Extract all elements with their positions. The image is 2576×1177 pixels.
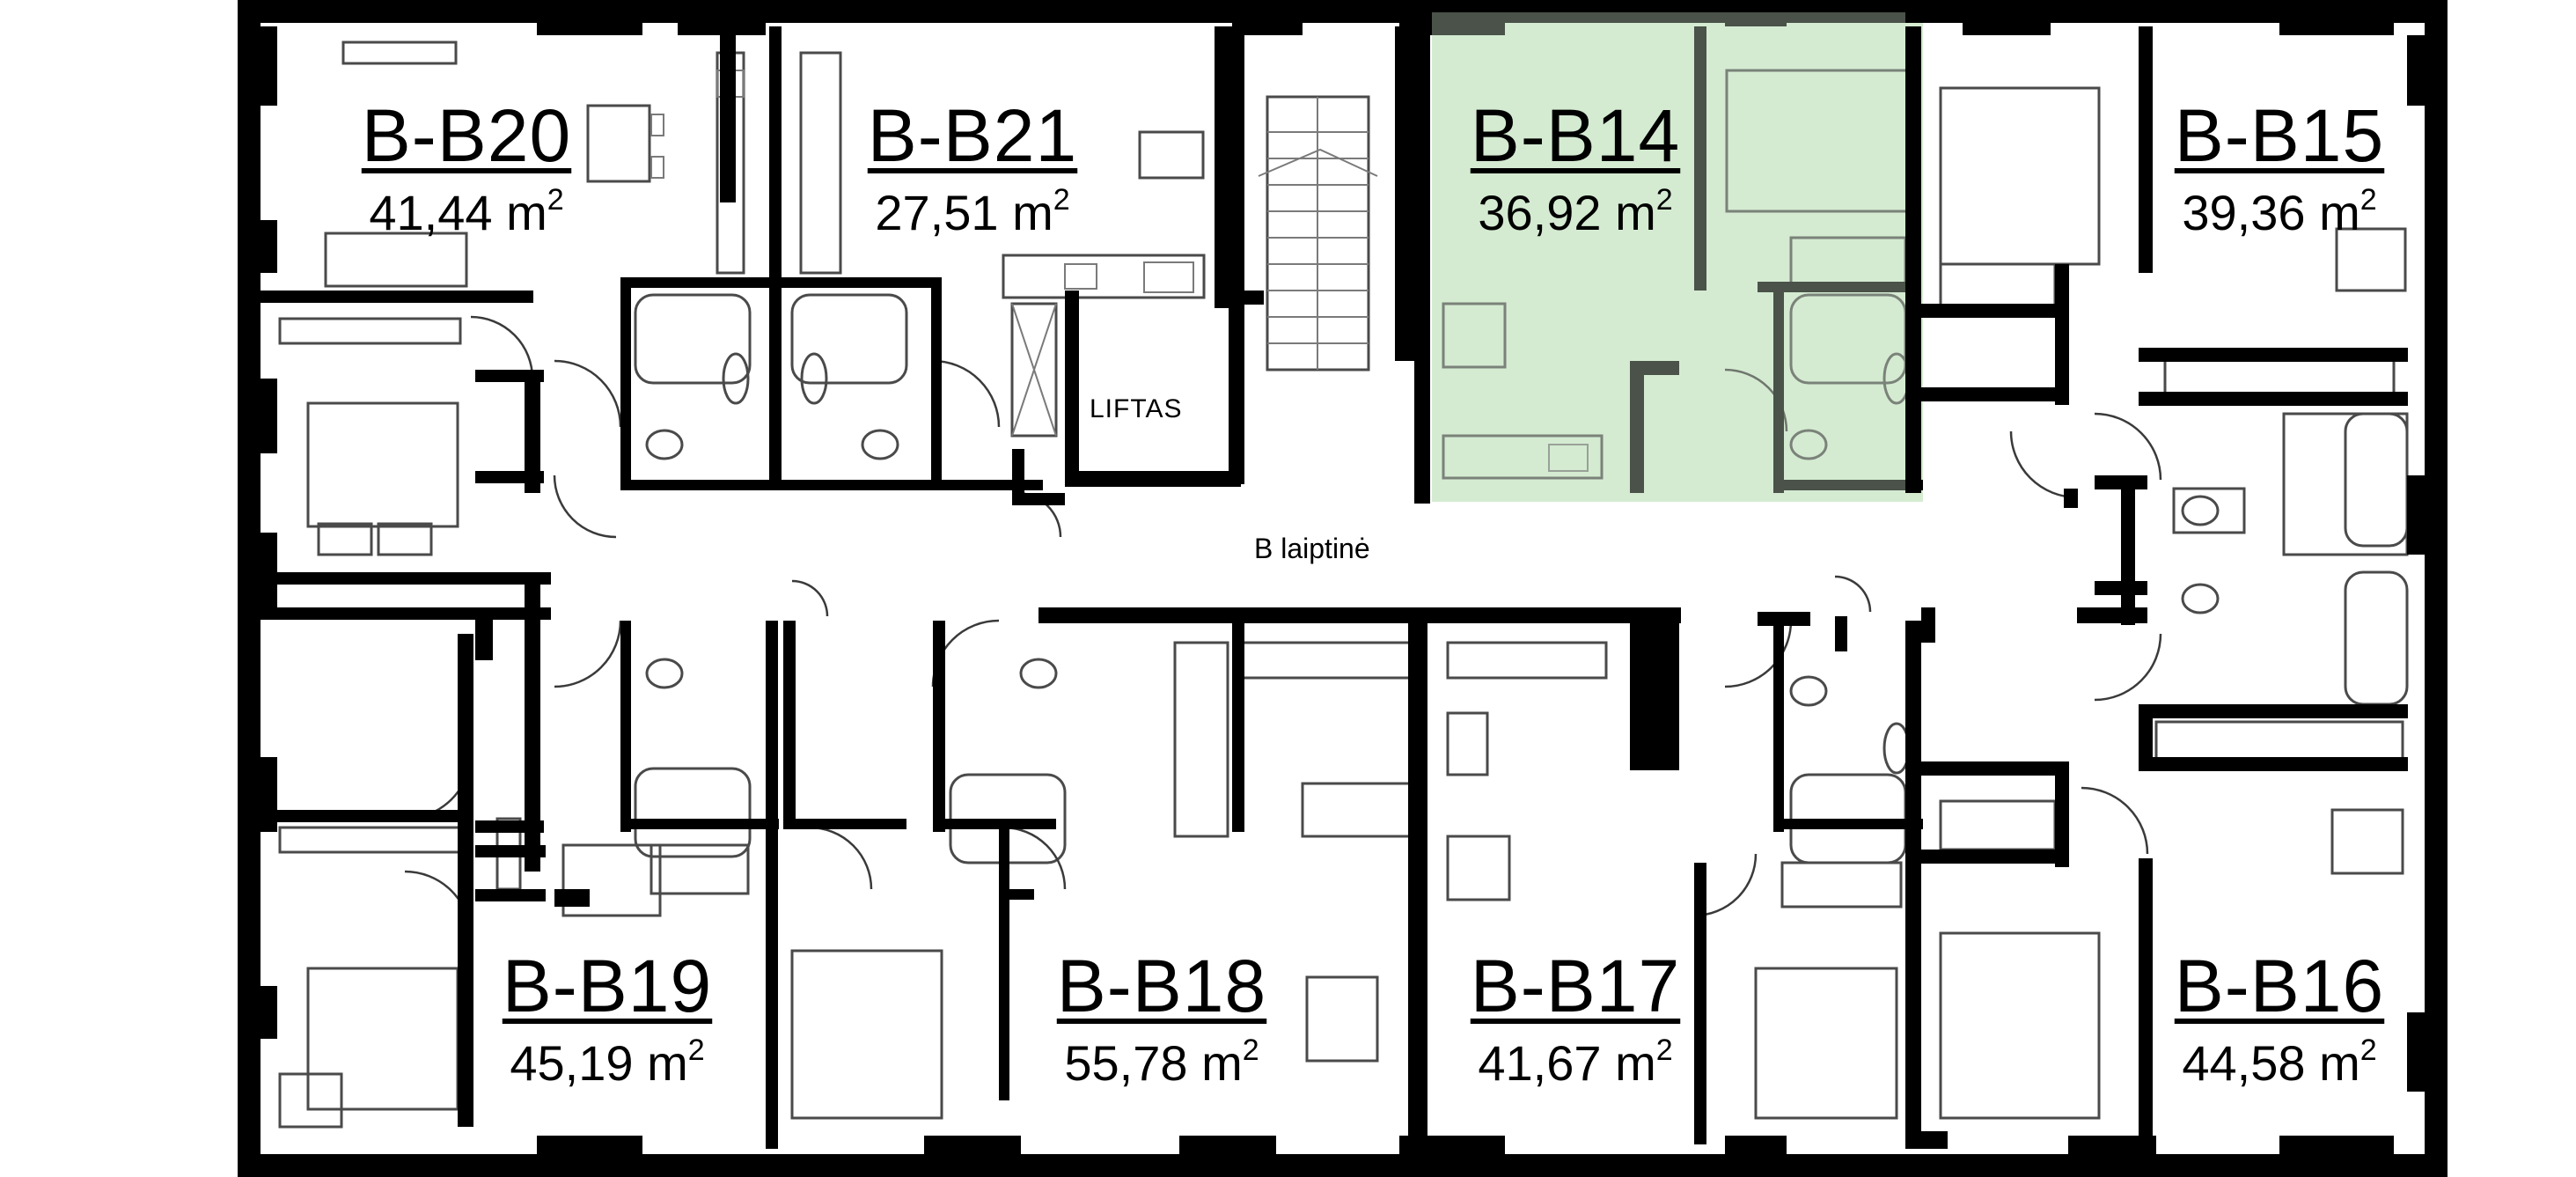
- apartment-label-b-b20[interactable]: B-B20 41,44 m2: [334, 99, 598, 238]
- corridor-label: B laiptinė: [1254, 533, 1370, 564]
- walls: [238, 0, 2448, 1177]
- apartment-code: B-B17: [1470, 945, 1681, 1027]
- apartment-area: 55,78 m2: [1064, 1034, 1259, 1091]
- apartment-code: B-B15: [2174, 94, 2385, 177]
- apartment-label-b-b19[interactable]: B-B19 45,19 m2: [475, 949, 739, 1088]
- apartment-area: 39,36 m2: [2182, 183, 2377, 240]
- apartment-label-b-b18[interactable]: B-B18 55,78 m2: [1030, 949, 1294, 1088]
- apartment-label-b-b21[interactable]: B-B21 27,51 m2: [840, 99, 1105, 238]
- apartment-label-b-b17[interactable]: B-B17 41,67 m2: [1443, 949, 1707, 1088]
- apartment-code: B-B19: [502, 945, 713, 1027]
- lift-label: LIFTAS: [1090, 394, 1183, 423]
- apartment-area: 45,19 m2: [510, 1034, 705, 1091]
- selected-apartment-highlight: [1432, 12, 1905, 502]
- apartment-area: 44,58 m2: [2182, 1034, 2377, 1091]
- apartment-code: B-B14: [1470, 94, 1681, 177]
- apartment-code: B-B16: [2174, 945, 2385, 1027]
- apartment-area: 27,51 m2: [875, 183, 1070, 240]
- apartment-code: B-B18: [1056, 945, 1267, 1027]
- apartment-code: B-B20: [361, 94, 572, 177]
- apartment-area: 41,67 m2: [1478, 1034, 1673, 1091]
- apartment-area: 41,44 m2: [369, 183, 564, 240]
- apartment-label-b-b15[interactable]: B-B15 39,36 m2: [2147, 99, 2411, 238]
- apartment-label-b-b14[interactable]: B-B14 36,92 m2: [1443, 99, 1707, 238]
- apartment-label-b-b16[interactable]: B-B16 44,58 m2: [2147, 949, 2411, 1088]
- apartment-code: B-B21: [867, 94, 1078, 177]
- apartment-b-b14-zone[interactable]: [1432, 12, 1923, 502]
- apartment-area: 36,92 m2: [1478, 183, 1673, 240]
